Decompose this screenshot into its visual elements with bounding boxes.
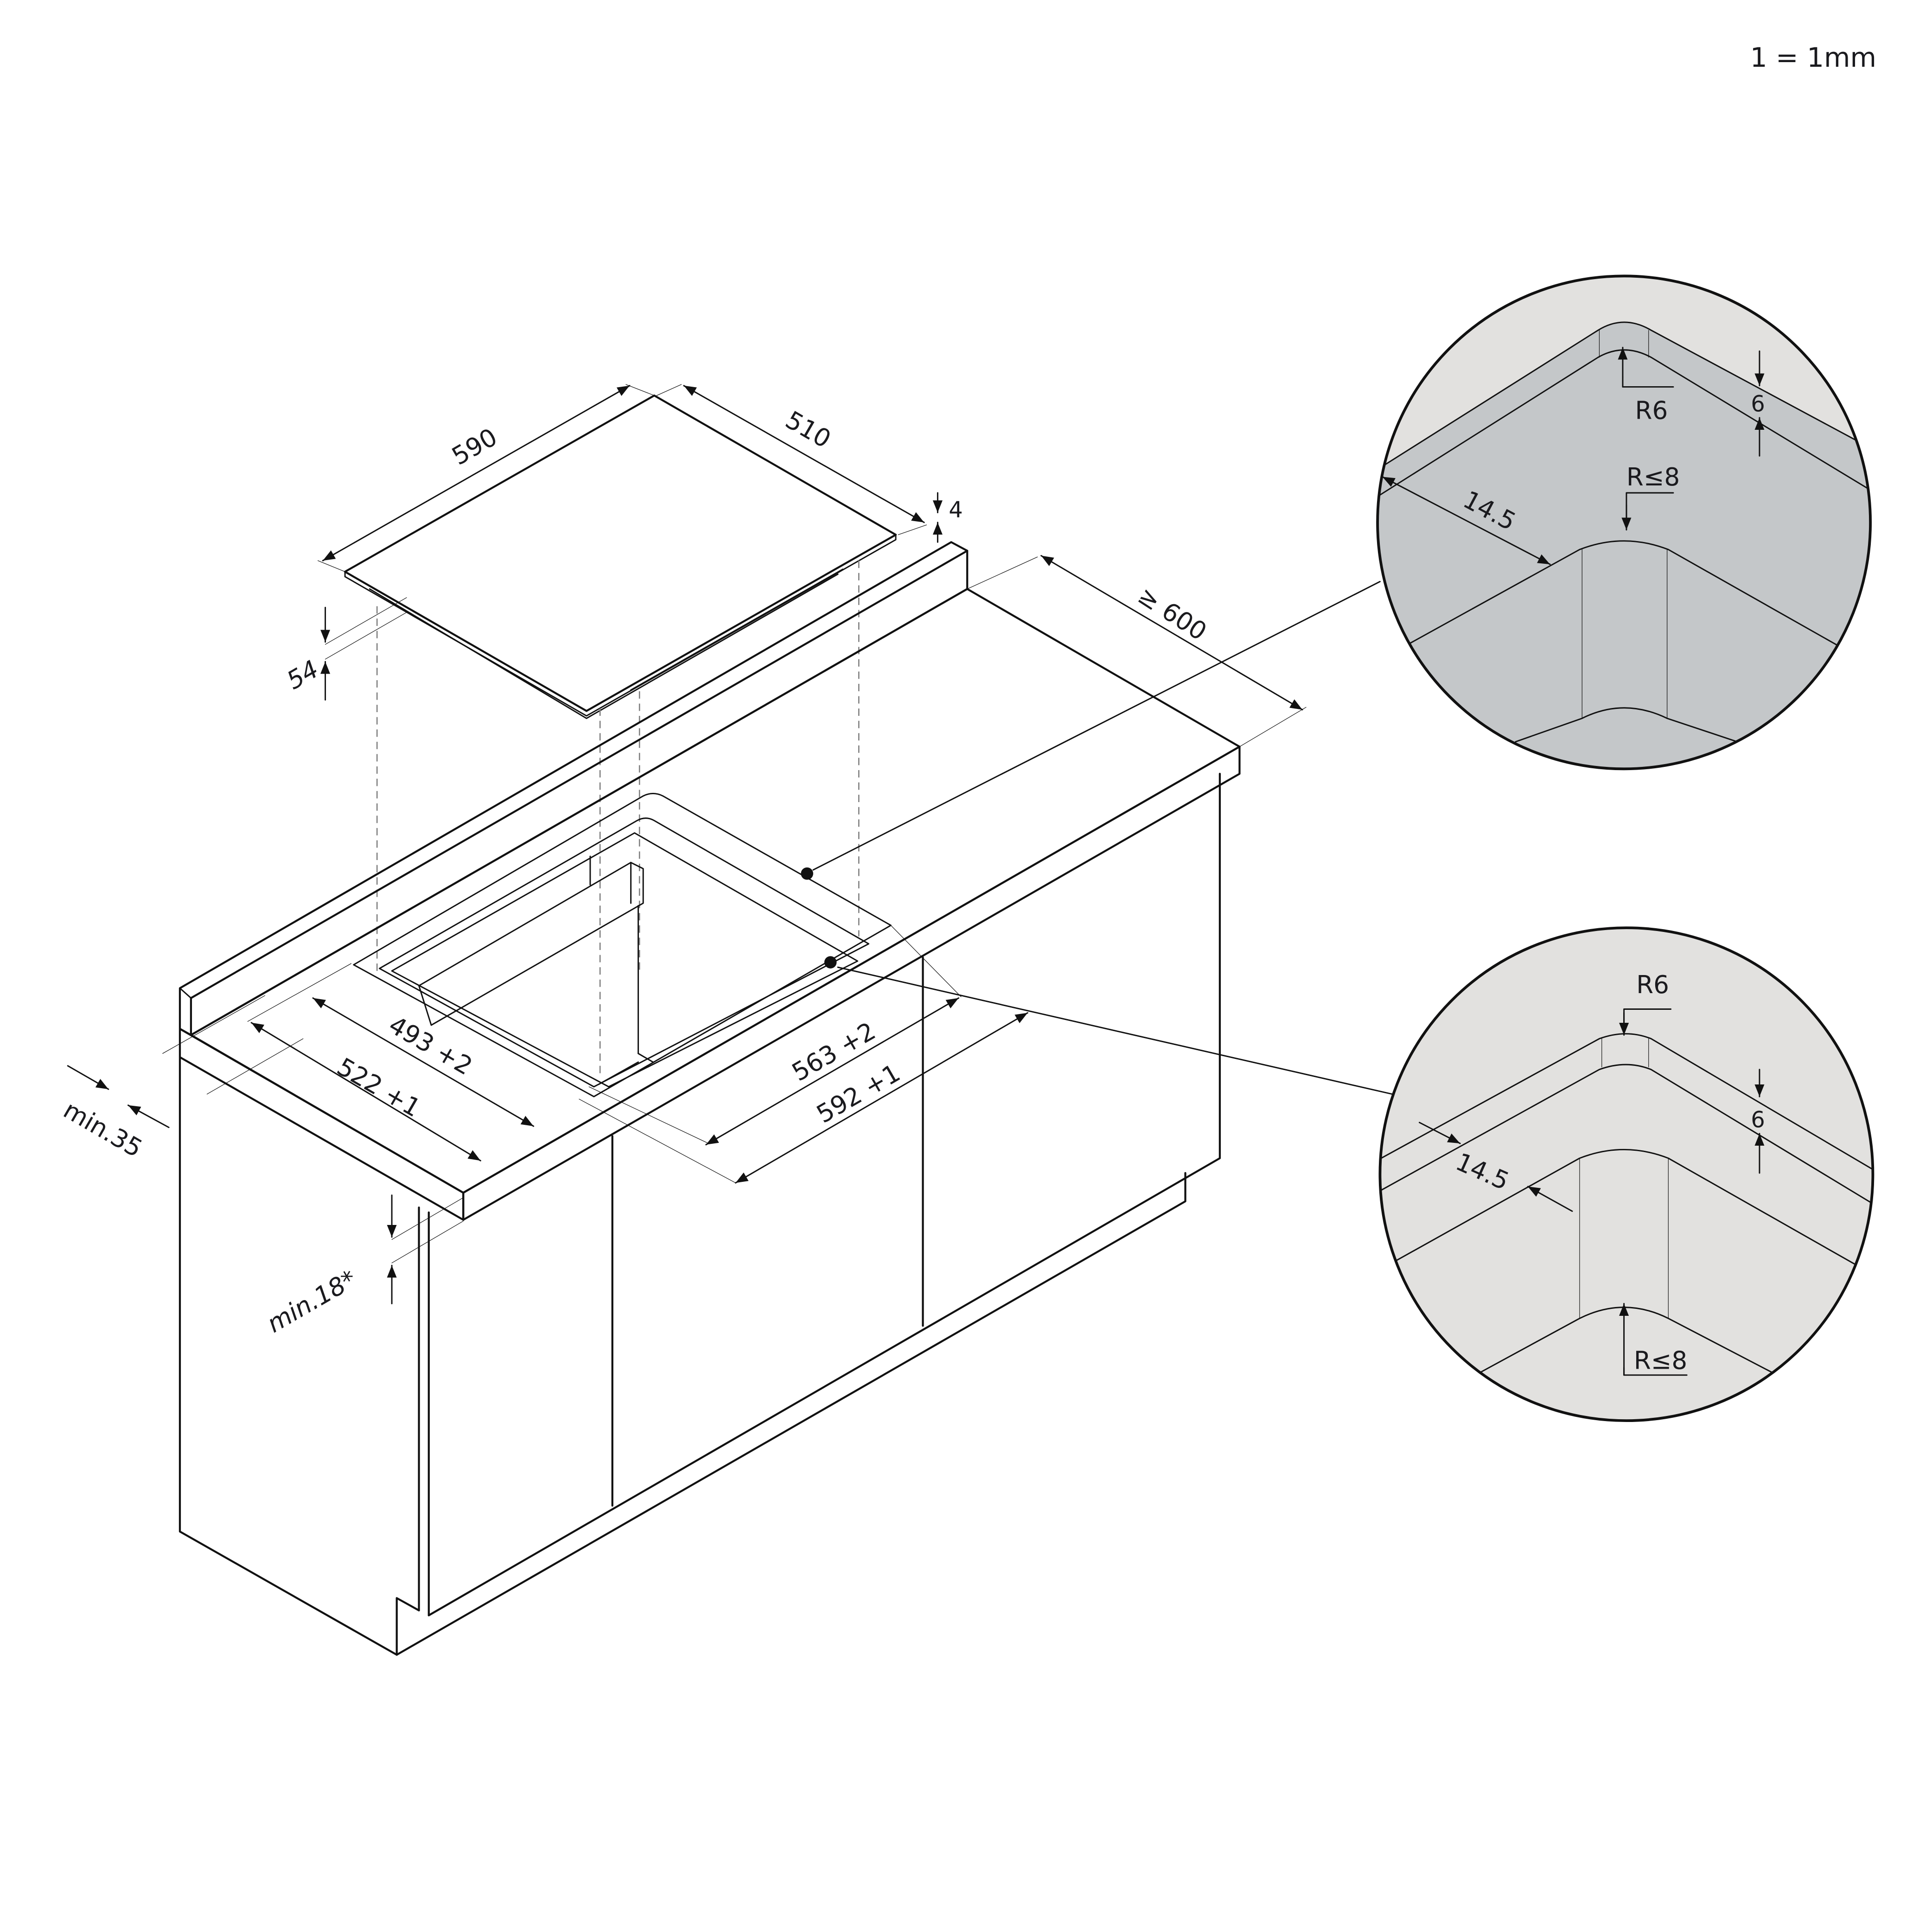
hob-glass-edge	[344, 534, 897, 717]
dim-cutout-inner-width: 563 +2	[588, 925, 962, 1146]
cutout	[353, 792, 892, 1097]
scale-note: 1 = 1mm	[1750, 42, 1876, 73]
label-worktop-depth: ≥ 600	[1133, 581, 1211, 646]
dim-cutout-outer-width: 592 +1	[579, 1012, 1028, 1184]
dim-hob-width: 590	[318, 384, 655, 572]
cutout-rim	[353, 792, 892, 1097]
worktop-side-edge	[462, 746, 1241, 1221]
label-glass-thickness: 4	[949, 497, 963, 523]
detail-top-r6: R6	[1635, 396, 1668, 425]
cutout-opening	[391, 832, 859, 1088]
back-upstand	[179, 541, 969, 1036]
label-worktop-thickness: min.18*	[262, 1264, 361, 1338]
worktop	[179, 588, 1241, 1221]
detail-top-rim: 6	[1751, 392, 1765, 417]
dim-hob-depth: 510	[656, 384, 927, 535]
label-front-edge: min.35	[58, 1096, 147, 1163]
detail-circle-bottom: R6 6 R≤8 14.5	[1378, 926, 1875, 1422]
dim-worktop-depth: ≥ 600	[967, 555, 1307, 747]
dim-glass-thickness: 4	[932, 492, 963, 543]
hob-frame-edge	[630, 568, 844, 691]
label-hob-depth: 510	[781, 405, 836, 453]
detail-bottom-rle8: R≤8	[1634, 1346, 1687, 1375]
projection-lines	[376, 561, 860, 1075]
detail-marker-bottom	[824, 956, 837, 969]
detail-bottom-rim: 6	[1751, 1108, 1765, 1133]
detail-circle-top: R6 6 R≤8 14.5	[1376, 274, 1872, 771]
hob-underside	[369, 573, 839, 719]
cabinet	[179, 772, 1221, 1656]
dim-hob-height: 54	[282, 597, 407, 701]
cutout-cut-edge	[379, 817, 870, 1088]
detail-marker-top	[801, 867, 813, 880]
detail-leaders	[801, 580, 1393, 1095]
label-hob-height: 54	[282, 655, 324, 695]
detail-top-rle8: R≤8	[1626, 463, 1680, 491]
detail-bottom-r6: R6	[1636, 970, 1669, 999]
dim-worktop-thickness: min.18*	[262, 1194, 464, 1339]
label-cutout-outer-depth: 522 +1	[332, 1052, 425, 1123]
